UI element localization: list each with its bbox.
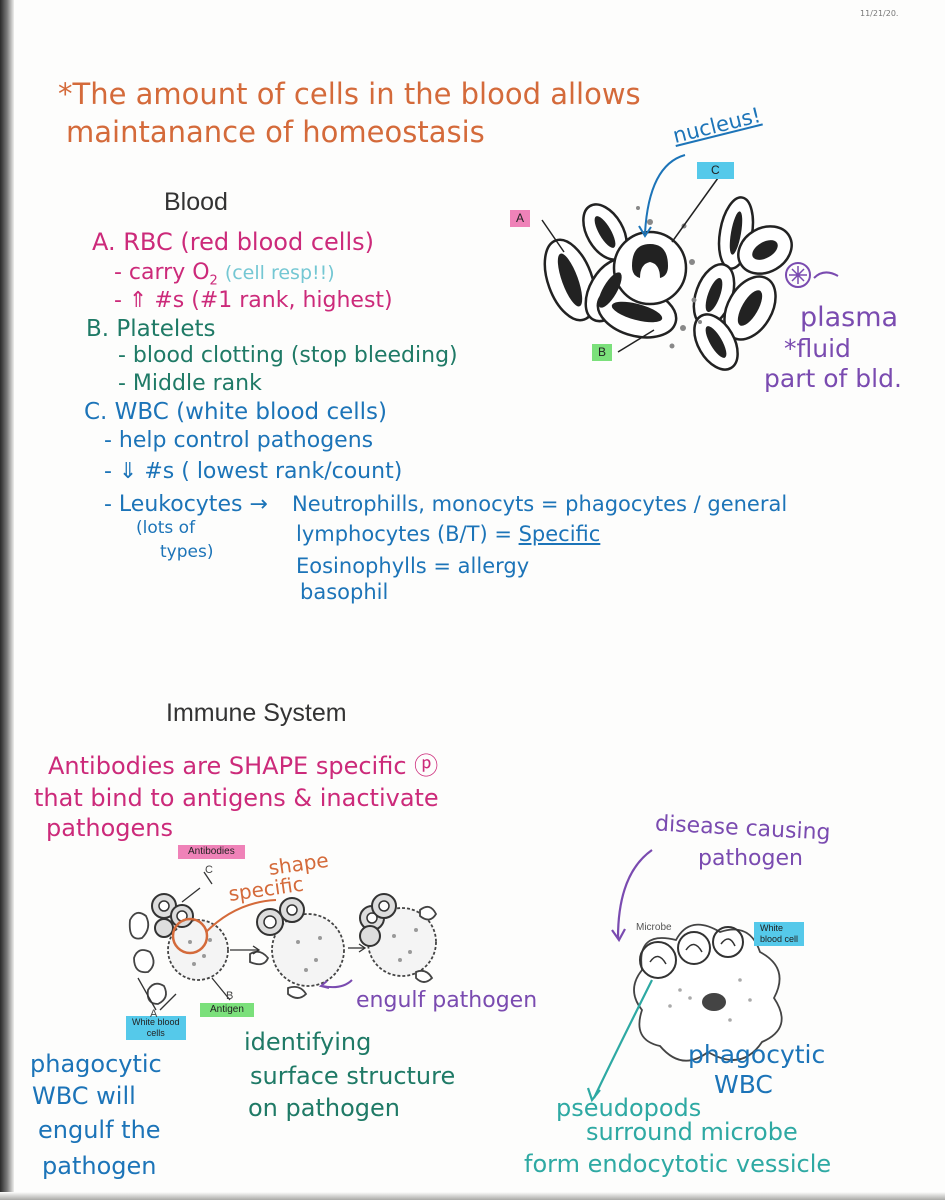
phagocytic-wbc-note-4: pathogen bbox=[42, 1152, 157, 1180]
rbc-point-count: - ⇑ #s (#1 rank, highest) bbox=[114, 288, 393, 313]
platelets-title: B. Platelets bbox=[86, 316, 216, 342]
phagocytic-wbc-right-2: WBC bbox=[714, 1070, 773, 1099]
wbc-leukocytes-note-1: (lots of bbox=[136, 518, 196, 538]
pseudopods-note-1: pseudopods bbox=[556, 1094, 702, 1122]
identifying-note-1: identifying bbox=[244, 1028, 372, 1056]
phagocytic-wbc-note-2: WBC will bbox=[32, 1082, 136, 1110]
label-a-tiny: A bbox=[150, 1008, 158, 1020]
identifying-note-3: on pathogen bbox=[248, 1094, 400, 1122]
phagocytosis-antibody-diagram bbox=[128, 871, 438, 1015]
wbc-point-pathogens: - help control pathogens bbox=[104, 428, 374, 453]
label-b-tiny: B bbox=[226, 990, 234, 1002]
paper-shadow-left bbox=[0, 0, 14, 1200]
antibodies-line-2: that bind to antigens & inactivate bbox=[34, 784, 439, 812]
phagocytic-wbc-note-3: engulf the bbox=[38, 1116, 161, 1144]
antibodies-line-3: pathogens bbox=[46, 814, 173, 842]
wbc-type-eosinophils: Eosinophylls = allergy bbox=[296, 554, 530, 578]
pseudopods-note-3: form endocytotic vessicle bbox=[524, 1150, 832, 1178]
paper-shadow-bottom bbox=[0, 1192, 945, 1200]
rbc-point-oxygen: - carry O2 (cell resp!!) bbox=[114, 260, 335, 289]
identifying-note-2: surface structure bbox=[250, 1062, 456, 1090]
intro-line-2: maintanance of homeostasis bbox=[66, 115, 485, 149]
platelets-point-rank: - Middle rank bbox=[118, 371, 262, 396]
label-c-tiny: C bbox=[205, 864, 213, 876]
nucleus-note: nucleus! bbox=[670, 103, 764, 148]
blood-label-c: C bbox=[697, 162, 734, 179]
immune-heading: Immune System bbox=[166, 699, 347, 727]
wbc-type-lymphocytes: lymphocytes (B/T) = Specific bbox=[296, 522, 601, 546]
rbc-title: A. RBC (red blood cells) bbox=[92, 228, 374, 256]
blood-heading: Blood bbox=[164, 188, 228, 216]
wbc-title: C. WBC (white blood cells) bbox=[84, 399, 387, 425]
phagocytosis-microbe-diagram bbox=[586, 849, 783, 1103]
wbc-leukocytes-note-2: types) bbox=[160, 542, 214, 562]
antibodies-line-1: Antibodies are SHAPE specific ⓟ bbox=[48, 752, 439, 780]
blood-label-a: A bbox=[510, 210, 531, 227]
blood-cells-diagram bbox=[541, 154, 839, 371]
phagocytic-wbc-right-1: phagocytic bbox=[688, 1040, 826, 1069]
wbc-point-count: - ⇓ #s ( lowest rank/count) bbox=[104, 459, 403, 484]
microbe-label: Microbe bbox=[636, 922, 672, 933]
plasma-note-1: plasma bbox=[800, 302, 899, 333]
platelets-point-clotting: - blood clotting (stop bleeding) bbox=[118, 343, 458, 368]
plasma-note-2: *fluid bbox=[784, 334, 851, 363]
intro-line-1: *The amount of cells in the blood allows bbox=[58, 77, 641, 111]
corner-date-mark: 11/21/20. bbox=[860, 9, 899, 18]
disease-causing-note-2: pathogen bbox=[698, 846, 803, 871]
antibodies-label: Antibodies bbox=[178, 845, 245, 859]
phagocytic-wbc-note-1: phagocytic bbox=[30, 1050, 162, 1078]
wbc-point-leukocytes: - Leukocytes → bbox=[104, 492, 268, 517]
blood-label-b: B bbox=[592, 344, 613, 361]
antigen-label: Antigen bbox=[200, 1003, 254, 1017]
plasma-note-3: part of bld. bbox=[764, 364, 902, 393]
wbc-type-phagocytes: Neutrophills, monocyts = phagocytes / ge… bbox=[292, 492, 788, 516]
wbc-type-basophil: basophil bbox=[300, 580, 389, 604]
pseudopods-note-2: surround microbe bbox=[586, 1118, 798, 1146]
engulf-pathogen-note: engulf pathogen bbox=[356, 988, 538, 1013]
